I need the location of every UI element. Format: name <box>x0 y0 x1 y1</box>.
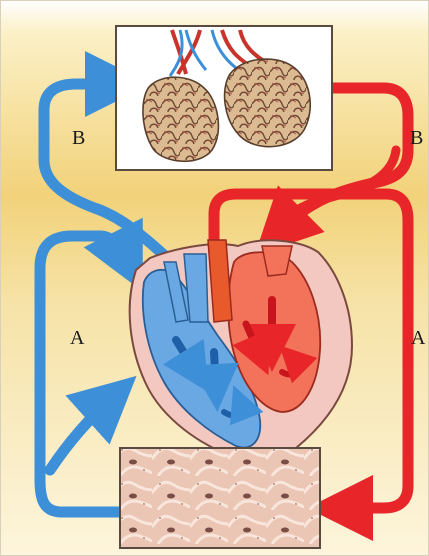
label-b-right: B <box>410 128 423 148</box>
alveoli-right <box>225 59 311 147</box>
body-tissue-panel <box>120 448 320 548</box>
label-a-left: A <box>70 328 84 348</box>
flow-arrow-right-ventricle <box>214 352 216 388</box>
label-a-right: A <box>411 328 425 348</box>
label-b-left: B <box>72 128 85 148</box>
